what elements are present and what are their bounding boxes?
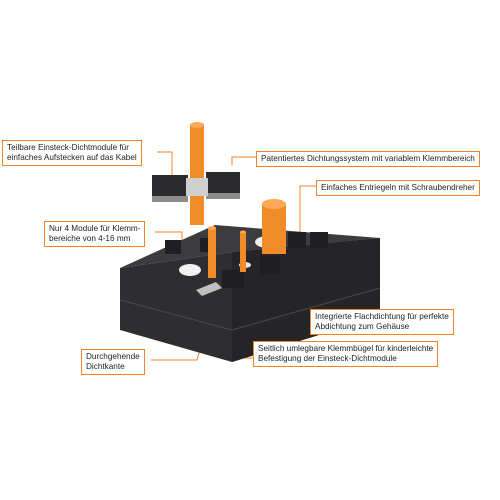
clamp-bracket-6 xyxy=(222,270,244,288)
sealing-edge xyxy=(119,299,233,331)
callout-flachdichtung: Integrierte Flachdichtung für perfekte A… xyxy=(310,309,454,335)
cable-top xyxy=(190,125,204,225)
cable-top-end xyxy=(190,122,204,128)
cables xyxy=(190,122,286,278)
seal-opening-1 xyxy=(179,264,201,276)
cable-mid xyxy=(208,228,216,278)
callout-teilbare: Teilbare Einsteck-Dichtmodule für einfac… xyxy=(2,140,142,166)
clamp-bracket-5 xyxy=(260,256,280,274)
seal-module-insert xyxy=(186,178,208,196)
seal-module-band-left xyxy=(152,196,188,202)
metal-clip xyxy=(196,282,222,296)
leader-teilbare xyxy=(157,151,173,176)
cable-mid-end xyxy=(208,226,216,230)
seal-module-band-right xyxy=(206,193,240,199)
clamp-bracket-1 xyxy=(165,240,181,254)
cable-thin-end xyxy=(240,230,246,234)
cable-thin xyxy=(240,232,246,272)
callout-klemmbuegel: Seitlich umlegbare Klemmbügel für kinder… xyxy=(253,341,439,367)
callout-patentiertes: Patentiertes Dichtungssystem mit variabl… xyxy=(256,151,480,167)
callout-dichtkante: Durchgehende Dichtkante xyxy=(81,349,145,375)
callout-entriegeln: Einfaches Entriegeln mit Schraubendreher xyxy=(316,180,480,196)
leader-patentiertes xyxy=(231,156,256,165)
cable-large xyxy=(262,204,286,254)
clamp-bracket-3 xyxy=(288,232,306,248)
leader-entriegeln xyxy=(299,185,316,240)
flat-seal-line xyxy=(231,287,381,331)
clamp-bracket-4 xyxy=(310,232,328,248)
clamp-brackets xyxy=(165,232,328,288)
callout-module: Nur 4 Module für Klemm- bereiche von 4-1… xyxy=(44,221,146,247)
split-seal-module xyxy=(152,172,240,202)
cable-large-end xyxy=(262,199,286,209)
